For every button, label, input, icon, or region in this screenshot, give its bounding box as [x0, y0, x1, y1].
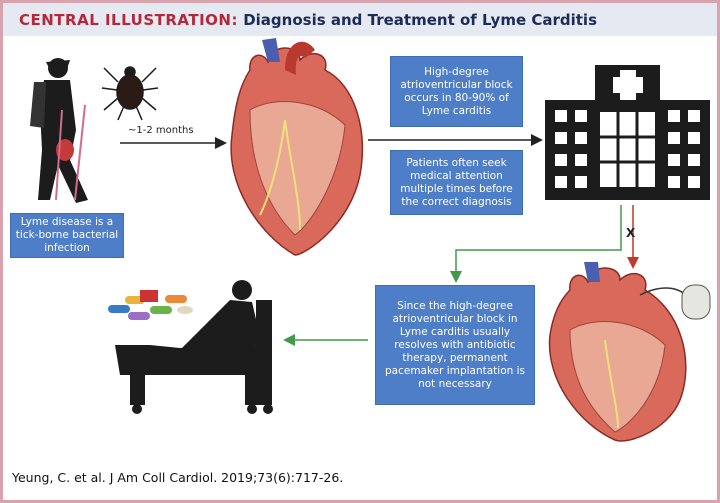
- no-pacemaker-box: Since the high-degree atrioventricular b…: [375, 285, 535, 405]
- header-bar: CENTRAL ILLUSTRATION: Diagnosis and Trea…: [3, 3, 717, 36]
- pills-icon: [108, 290, 193, 320]
- blocked-x-mark: X: [626, 226, 636, 240]
- hospital-icon: [545, 65, 710, 200]
- arrow-to-treatment: [450, 205, 622, 283]
- title-prefix: CENTRAL ILLUSTRATION:: [19, 11, 238, 29]
- infection-box: Lyme disease is a tick-borne bacterial i…: [10, 213, 124, 258]
- heart-pacemaker-icon: [548, 262, 711, 442]
- tick-icon: [101, 66, 159, 121]
- title-text: Diagnosis and Treatment of Lyme Carditis: [243, 11, 598, 29]
- heart-icon: [230, 38, 364, 256]
- seek-attention-box: Patients often seek medical attention mu…: [390, 150, 523, 215]
- interval-label: ~1-2 months: [128, 125, 194, 136]
- hiker-icon: [30, 58, 88, 203]
- citation: Yeung, C. et al. J Am Coll Cardiol. 2019…: [12, 470, 344, 485]
- av-block-box: High-degree atrioventricular block occur…: [390, 56, 523, 127]
- page-title: CENTRAL ILLUSTRATION: Diagnosis and Trea…: [19, 11, 597, 29]
- patient-bed-icon: [115, 280, 273, 414]
